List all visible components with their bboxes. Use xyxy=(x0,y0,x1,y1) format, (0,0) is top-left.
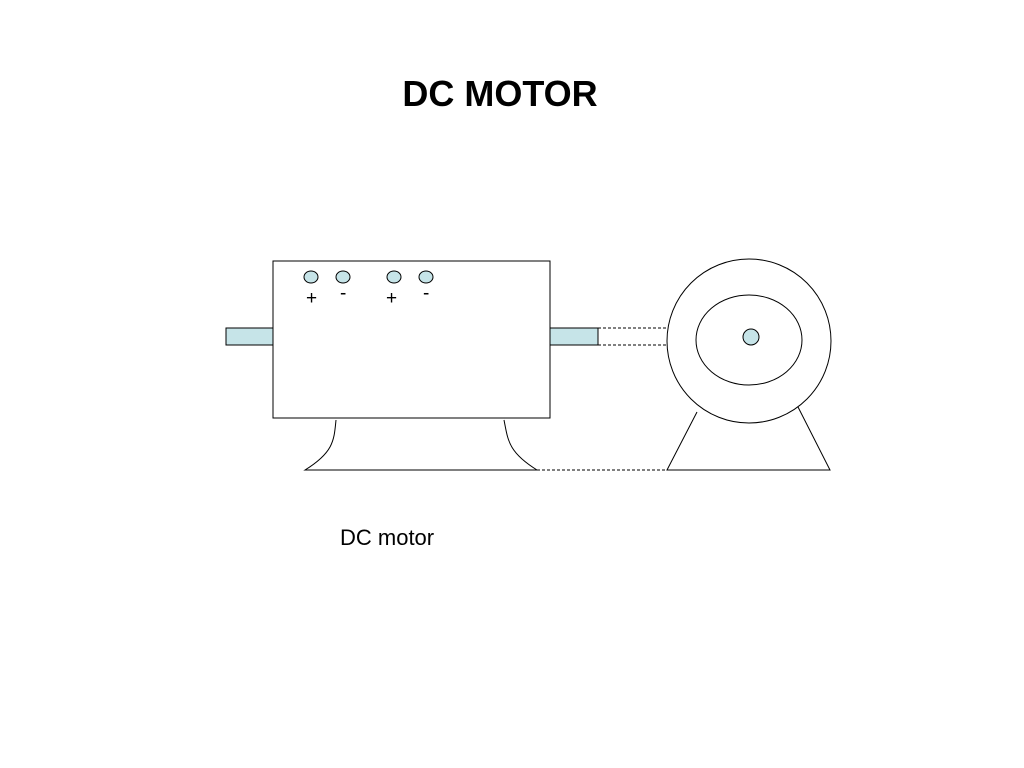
terminal-2 xyxy=(335,270,351,284)
motor-body xyxy=(272,260,551,419)
terminal-1-sign: + xyxy=(306,288,317,309)
right-shaft xyxy=(549,327,599,346)
end-view-shaft xyxy=(742,328,760,346)
terminal-3 xyxy=(386,270,402,284)
terminal-1 xyxy=(303,270,319,284)
diagram-caption: DC motor xyxy=(340,525,435,550)
terminal-4 xyxy=(418,270,434,284)
terminal-3-sign: + xyxy=(386,288,397,309)
terminal-2-sign: - xyxy=(340,283,346,304)
terminal-4-sign: - xyxy=(423,283,429,304)
left-shaft xyxy=(225,327,275,346)
motor-base xyxy=(303,419,539,471)
end-view-stand xyxy=(666,404,831,471)
page-title: DC MOTOR xyxy=(402,73,598,114)
